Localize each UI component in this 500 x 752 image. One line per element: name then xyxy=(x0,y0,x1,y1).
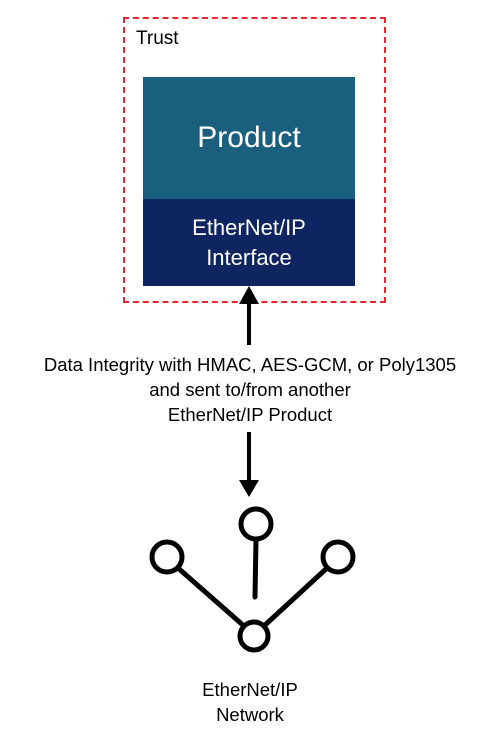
product-block: Product xyxy=(143,77,355,199)
trust-label: Trust xyxy=(136,28,179,49)
network-node-icon xyxy=(149,506,356,653)
interface-label-line1: EtherNet/IP xyxy=(192,214,306,240)
ethernet-ip-interface-block: EtherNet/IP Interface xyxy=(143,199,355,286)
upper-arrowhead-icon xyxy=(239,286,259,304)
interface-label-line2: Interface xyxy=(206,244,292,270)
lower-arrowhead-icon xyxy=(239,480,259,497)
caption-line2: and sent to/from another xyxy=(149,379,351,400)
network-label: EtherNet/IP Network xyxy=(150,677,350,727)
connection-caption: Data Integrity with HMAC, AES-GCM, or Po… xyxy=(0,352,500,427)
network-label-line2: Network xyxy=(216,704,284,725)
caption-line3: EtherNet/IP Product xyxy=(167,404,333,425)
caption-line1: Data Integrity with HMAC, AES-GCM, or Po… xyxy=(43,354,457,375)
network-label-line1: EtherNet/IP xyxy=(202,679,298,700)
